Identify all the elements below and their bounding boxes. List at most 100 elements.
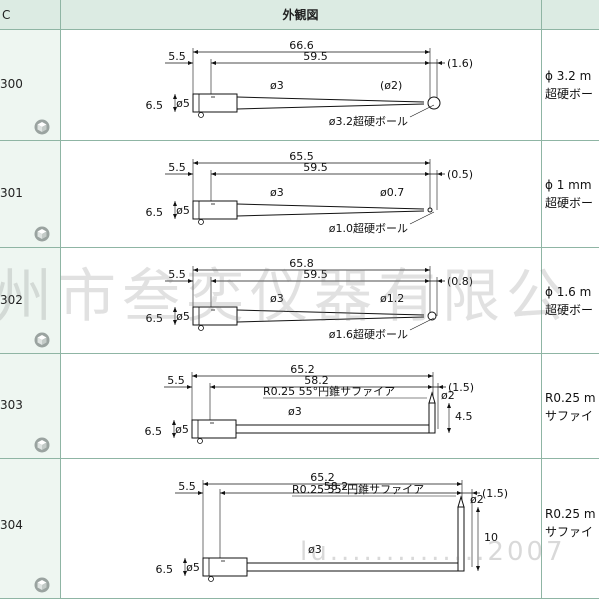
code-cell: 301 — [0, 141, 60, 247]
arrowhead — [173, 94, 177, 99]
sapphire-spec-label: R0.25 55°円錐サファイア — [292, 482, 424, 496]
arrowhead — [187, 385, 192, 389]
sapphire-cone — [457, 495, 465, 508]
offset-label: 5.5 — [178, 480, 196, 493]
arrowhead — [173, 214, 177, 219]
shank-dia-label: ø3 — [270, 186, 284, 199]
cad-download-icon[interactable] — [34, 119, 50, 135]
arrowhead — [425, 61, 430, 65]
spec-line-2: サファイ — [545, 409, 594, 423]
tip-length-label: (0.8) — [447, 275, 473, 288]
header-drawing-col: 外観図 — [60, 0, 541, 30]
stylus-taper-top — [236, 203, 425, 210]
arrowhead — [437, 172, 442, 176]
spec-line-1: ϕ 3.2 m — [545, 69, 592, 83]
mount-pin — [197, 438, 203, 444]
body-dia-label: 6.5 — [156, 563, 174, 576]
arrowhead — [210, 385, 215, 389]
model-code: 303 — [0, 398, 23, 412]
stylus-mount — [192, 306, 238, 326]
ball-spec-label: ø1.6超硬ボール — [329, 327, 408, 341]
model-code: 304 — [0, 518, 23, 532]
total-length-label: 65.2 — [290, 363, 315, 376]
offset-label: 5.5 — [168, 268, 186, 281]
body-dia-label: 6.5 — [146, 312, 164, 325]
mount-pin — [198, 219, 204, 225]
stylus-shaft — [246, 562, 459, 572]
arrowhead — [173, 107, 177, 112]
arrowhead — [428, 385, 433, 389]
spec-line-1: ϕ 1.6 m — [545, 285, 592, 299]
total-length-label: 66.6 — [289, 39, 314, 52]
shank-dia-label: ø3 — [288, 405, 302, 418]
spec-line-1: R0.25 m — [545, 507, 596, 521]
cad-download-icon[interactable] — [34, 577, 50, 593]
stylus-ball — [427, 96, 441, 110]
mount-pin — [198, 325, 204, 331]
cad-download-icon[interactable] — [34, 437, 50, 453]
arrowhead — [447, 428, 451, 433]
stylus-drawing: 66.659.55.5(1.6)ø56.5ø3(ø2)ø3.2超硬ボール — [146, 39, 474, 128]
model-code: 301 — [0, 186, 23, 200]
arrowhead — [425, 50, 430, 54]
leader-line — [409, 317, 435, 331]
code-cell: 300 — [0, 30, 60, 140]
tip-length-label: (0.5) — [447, 168, 473, 181]
arrowhead — [425, 161, 430, 165]
body-dia-label: 6.5 — [146, 99, 164, 112]
arrowhead — [193, 268, 198, 272]
arrowhead — [472, 491, 477, 495]
tip-length-label: (1.5) — [482, 487, 508, 500]
tip-dia-label: ø2 — [470, 493, 484, 506]
cad-download-icon[interactable] — [34, 226, 50, 242]
arrowhead — [183, 558, 187, 563]
shank-length-label: 58.2 — [304, 374, 329, 387]
mount-dia-label: ø5 — [175, 423, 189, 436]
arrowhead — [193, 50, 198, 54]
offset-label: 5.5 — [167, 374, 185, 387]
tip-dia-label: ø2 — [441, 389, 455, 402]
arrowhead — [172, 433, 176, 438]
spec-line-2: 超硬ボー — [545, 87, 594, 101]
arrowhead — [173, 320, 177, 325]
spec-line-2: サファイ — [545, 525, 594, 539]
tip-height-label: 10 — [484, 531, 498, 544]
leader-line — [409, 211, 435, 225]
mount-dia-label: ø5 — [176, 97, 190, 110]
model-code: 302 — [0, 293, 23, 307]
arrowhead — [211, 61, 216, 65]
arrowhead — [203, 482, 208, 486]
shank-dia-label: ø3 — [270, 79, 284, 92]
sapphire-cone — [428, 391, 436, 404]
shank-length-label: 59.5 — [303, 161, 328, 174]
arrowhead — [211, 172, 216, 176]
spec-description: ϕ 3.2 m 超硬ボー — [545, 67, 593, 103]
code-cell: 302 — [0, 248, 60, 353]
shank-length-label: 58.2 — [324, 480, 349, 493]
code-cell: 303 — [0, 354, 60, 458]
arrowhead — [173, 307, 177, 312]
column-divider — [541, 0, 542, 599]
shank-length-label: 59.5 — [303, 268, 328, 281]
stylus-taper-top — [236, 309, 425, 316]
offset-label: 5.5 — [168, 161, 186, 174]
header-code-col: C — [0, 0, 60, 30]
arrowhead — [188, 279, 193, 283]
offset-label: 5.5 — [168, 50, 186, 63]
arrowhead — [183, 571, 187, 576]
spec-description: R0.25 m サファイ — [545, 505, 596, 541]
tip-height-label: 4.5 — [455, 410, 473, 423]
cad-download-icon[interactable] — [34, 332, 50, 348]
arrowhead — [198, 491, 203, 495]
stylus-taper-bottom — [236, 103, 425, 110]
ball-spec-label: ø3.2超硬ボール — [329, 114, 408, 128]
